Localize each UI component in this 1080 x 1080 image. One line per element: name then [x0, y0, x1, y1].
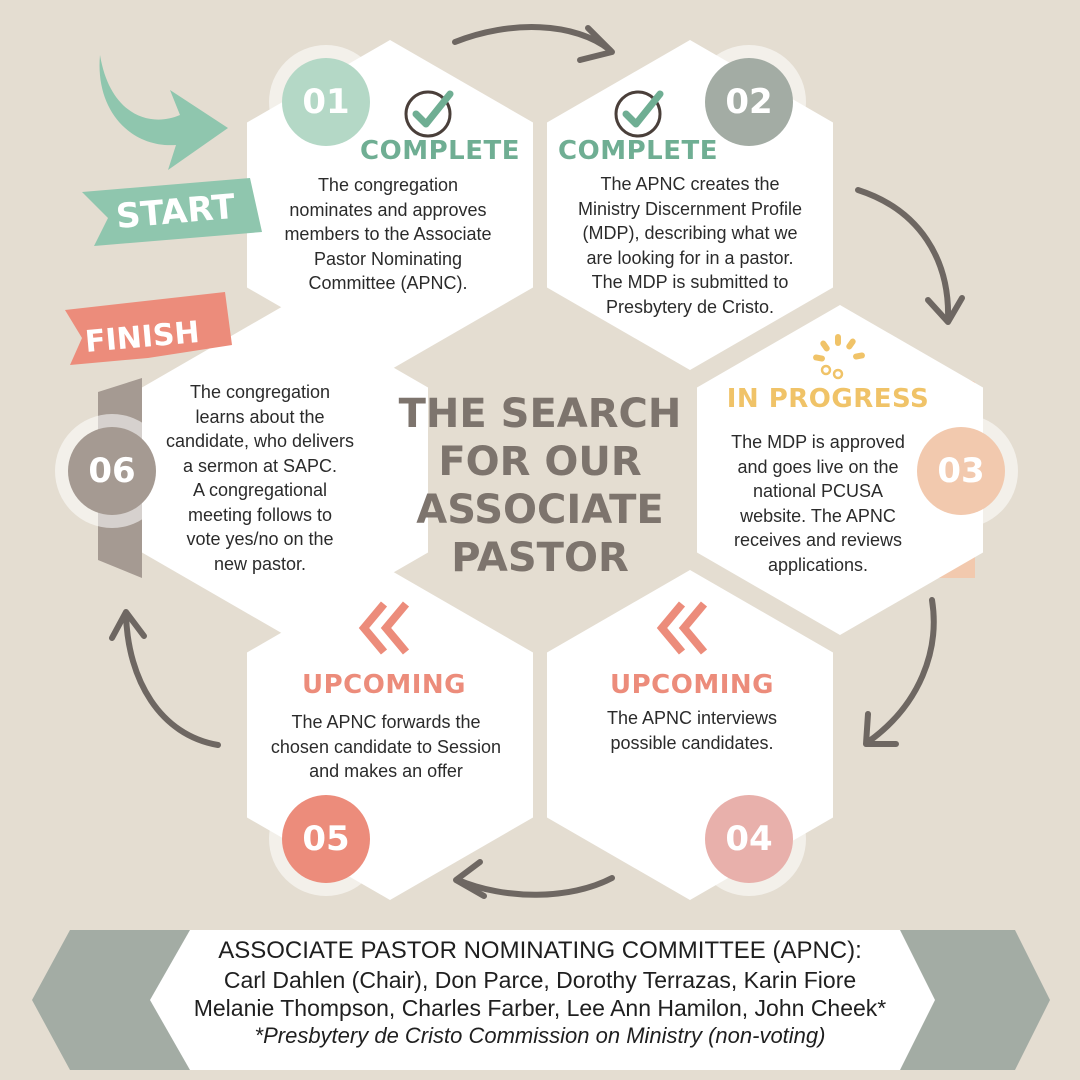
check-icon	[404, 90, 454, 138]
committee-members-line1: Carl Dahlen (Chair), Don Parce, Dorothy …	[223, 967, 857, 993]
status-label-04: UPCOMING	[610, 670, 774, 700]
committee-members-line2: Melanie Thompson, Charles Farber, Lee An…	[193, 995, 887, 1021]
step-badge-04: 04	[705, 795, 793, 883]
loading-icon	[813, 334, 865, 380]
step-text-04: The APNC interviews possible candidates.	[606, 708, 778, 753]
finish-flag	[65, 292, 232, 365]
committee-heading: ASSOCIATE PASTOR NOMINATING COMMITTEE (A…	[218, 937, 862, 964]
start-arrow-icon	[99, 55, 228, 170]
diagram-title: THE SEARCH FOR OUR ASSOCIATE PASTOR	[398, 391, 682, 581]
step-text-05: The APNC forwards the chosen candidate t…	[270, 712, 502, 781]
status-label-05: UPCOMING	[302, 670, 466, 700]
step-badge-05: 05	[282, 795, 370, 883]
check-icon	[614, 90, 664, 138]
double-chevron-left-icon	[656, 601, 708, 655]
committee-block: ASSOCIATE PASTOR NOMINATING COMMITTEE (A…	[150, 935, 930, 1050]
step-badge-06: 06	[68, 427, 156, 515]
status-label-02: COMPLETE	[558, 136, 718, 166]
status-label-01: COMPLETE	[360, 136, 520, 166]
double-chevron-left-icon	[358, 601, 410, 655]
step-badge-02: 02	[705, 58, 793, 146]
committee-banner	[32, 930, 1050, 1070]
step-text-06: The congregation learns about the candid…	[165, 382, 355, 574]
status-label-03: IN PROGRESS	[726, 384, 930, 414]
step-badge-03: 03	[917, 427, 1005, 515]
step-text-02: The APNC creates the Ministry Discernmen…	[577, 174, 803, 317]
start-flag	[82, 178, 262, 246]
step-text-01: The congregation nominates and approves …	[284, 175, 492, 293]
committee-note: *Presbytery de Cristo Commission on Mini…	[254, 1023, 826, 1048]
step-text-03: The MDP is approved and goes live on the…	[731, 432, 905, 575]
step-badge-01: 01	[282, 58, 370, 146]
